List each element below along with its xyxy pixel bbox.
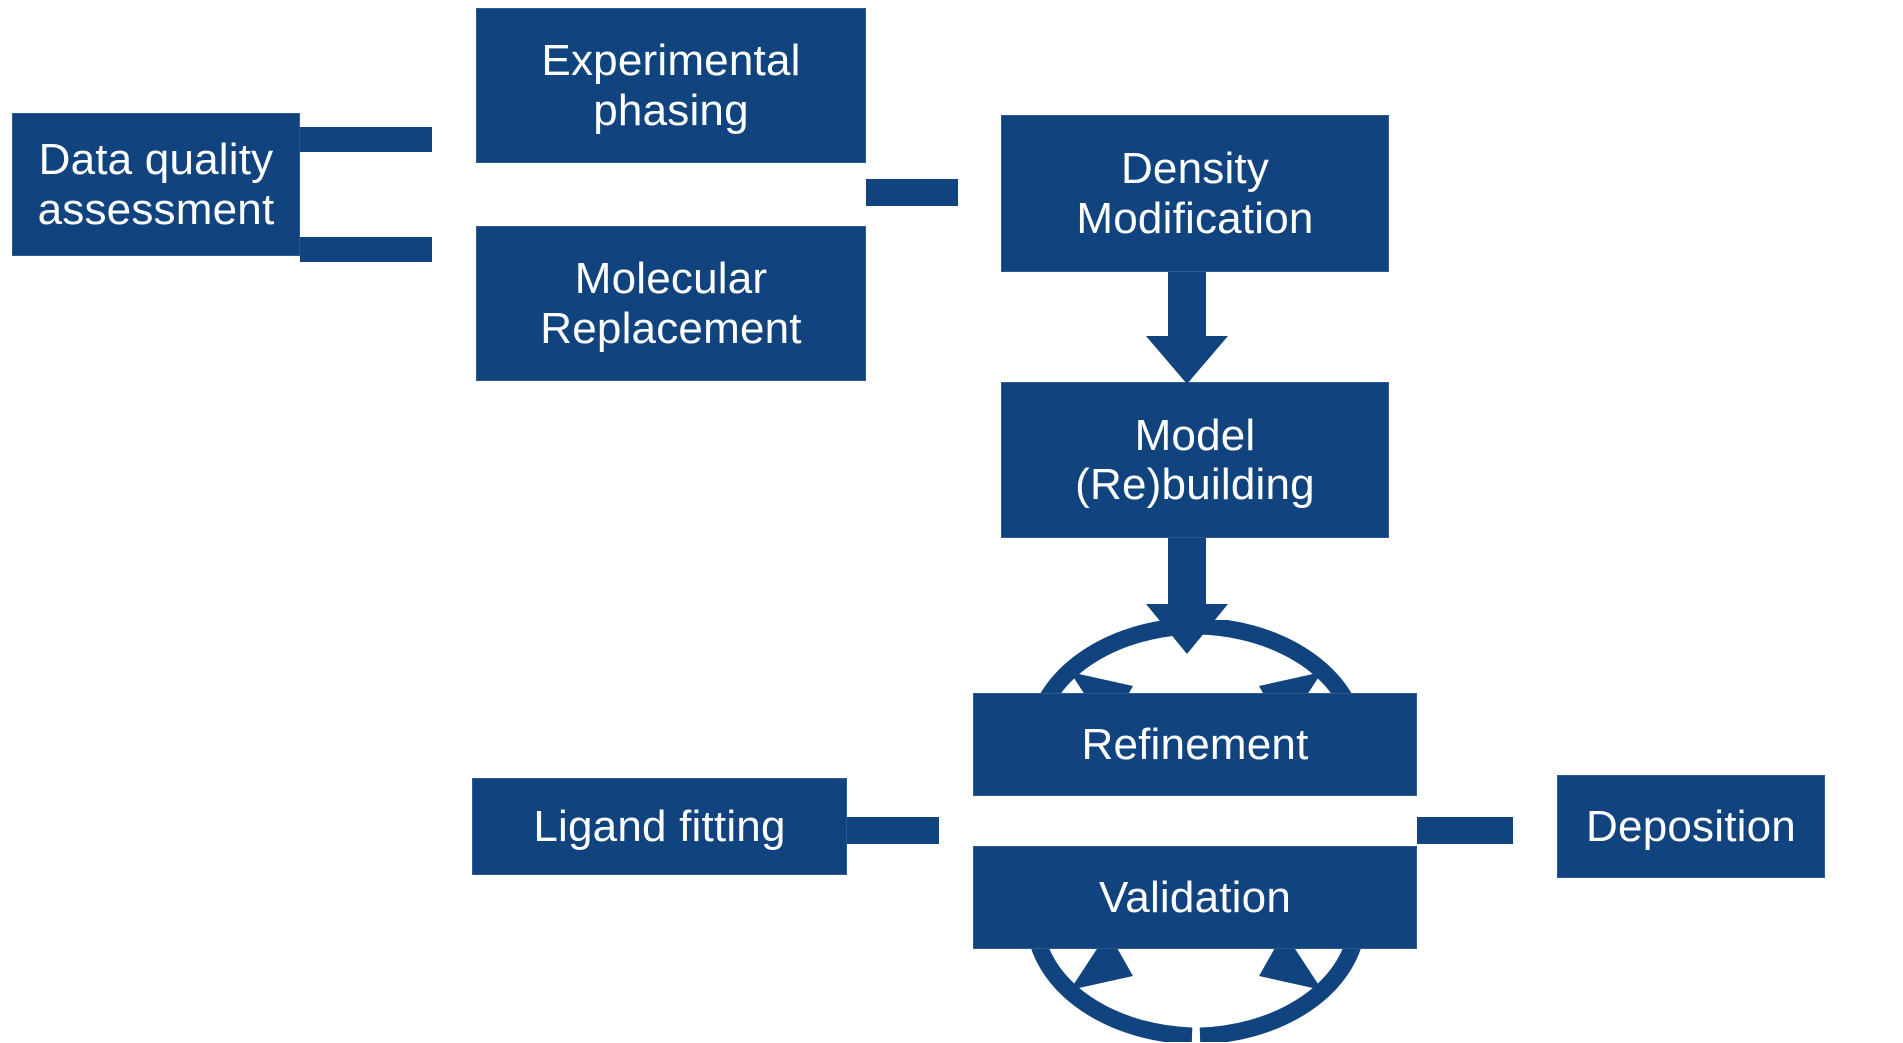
refinement-validation-cycle-icon [1029, 620, 1363, 1042]
node-molecular-replacement[interactable]: Molecular Replacement [476, 226, 866, 381]
node-data-quality-assessment[interactable]: Data quality assessment [12, 113, 300, 256]
node-experimental-phasing[interactable]: Experimental phasing [476, 8, 866, 163]
node-model-rebuilding[interactable]: Model (Re)building [1001, 382, 1389, 538]
node-ligand-fitting[interactable]: Ligand fitting [472, 778, 847, 875]
node-deposition[interactable]: Deposition [1557, 775, 1825, 878]
node-refinement[interactable]: Refinement [973, 693, 1417, 796]
node-validation[interactable]: Validation [973, 846, 1417, 949]
node-density-modification[interactable]: Density Modification [1001, 115, 1389, 272]
